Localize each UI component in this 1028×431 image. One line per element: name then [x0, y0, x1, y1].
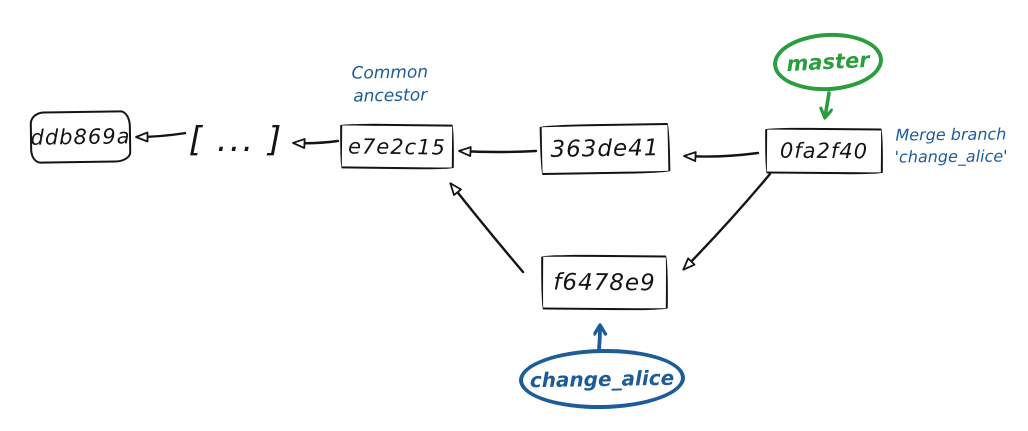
commit-node-f6478e9: f6478e9 [540, 254, 669, 311]
annotation-common-ancestor: Common ancestor [330, 61, 451, 109]
annotation-line: Common [351, 62, 429, 84]
commit-hash: ddb869a [30, 124, 131, 150]
arrow-master-to-0fa2f40 [825, 91, 829, 117]
commit-node-ddb869a: ddb869a [29, 110, 132, 164]
commit-hash: f6478e9 [553, 269, 656, 296]
annotation-line: 'change_alice' [894, 146, 1008, 167]
branch-name: change_alice [529, 365, 675, 393]
arrow-placeholder-to-ddb869a [135, 131, 188, 143]
arrow-e7e2c15-to-placeholder [292, 138, 340, 149]
commit-node-e7e2c15: e7e2c15 [339, 123, 455, 170]
annotation-merge-branch: Merge branch 'change_alice' [886, 123, 1016, 167]
commit-hash: 363de41 [550, 135, 660, 163]
arrow-0fa2f40-to-f6478e9 [682, 172, 772, 271]
arrow-f6478e9-to-e7e2c15 [449, 182, 525, 274]
commit-hash: e7e2c15 [347, 133, 447, 160]
annotation-line: Merge branch [895, 124, 1007, 145]
commit-node-0fa2f40: 0fa2f40 [764, 127, 884, 175]
commit-node-363de41: 363de41 [539, 122, 671, 176]
arrow-0fa2f40-to-363de41 [683, 151, 760, 162]
arrow-change-alice-to-f6478e9 [599, 326, 600, 352]
commit-hash: 0fa2f40 [779, 138, 869, 164]
commit-placeholder-ellipsis: [ ... ] [186, 114, 286, 166]
branch-name: master [785, 47, 871, 77]
ellipsis-label: [ ... ] [188, 120, 284, 160]
annotation-line: ancestor [353, 85, 428, 107]
arrow-363de41-to-e7e2c15 [458, 146, 538, 157]
